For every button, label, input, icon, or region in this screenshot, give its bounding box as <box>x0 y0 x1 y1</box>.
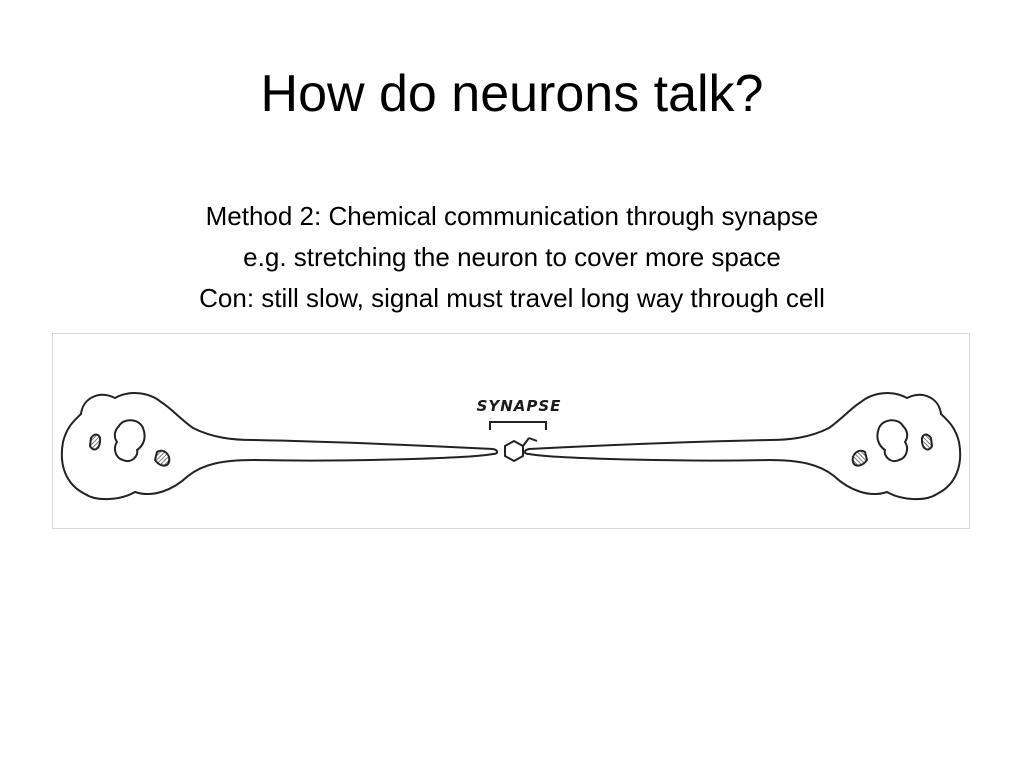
synapse-label: SYNAPSE <box>476 397 562 415</box>
synapse-diagram: SYNAPSE <box>52 333 970 529</box>
left-neuron <box>60 392 499 500</box>
left-organelle-1 <box>89 433 102 451</box>
slide-title: How do neurons talk? <box>260 65 764 123</box>
example-line: e.g. stretching the neuron to cover more… <box>243 242 781 272</box>
right-organelle-2 <box>851 449 868 467</box>
left-neuron-body <box>60 392 499 500</box>
left-neuron-nucleus <box>113 419 146 462</box>
method-line: Method 2: Chemical communication through… <box>205 201 819 231</box>
neuron-illustration <box>60 392 962 500</box>
right-neuron-nucleus <box>876 419 909 462</box>
synapse-bracket <box>489 421 547 430</box>
right-organelle-1 <box>920 433 933 451</box>
right-neuron <box>523 392 962 500</box>
left-organelle-2 <box>154 449 171 467</box>
neurotransmitter-molecule-icon <box>504 437 538 462</box>
right-neuron-body <box>523 392 962 500</box>
slide-body: Method 2: Chemical communication through… <box>0 196 1024 319</box>
con-line: Con: still slow, signal must travel long… <box>199 283 825 313</box>
